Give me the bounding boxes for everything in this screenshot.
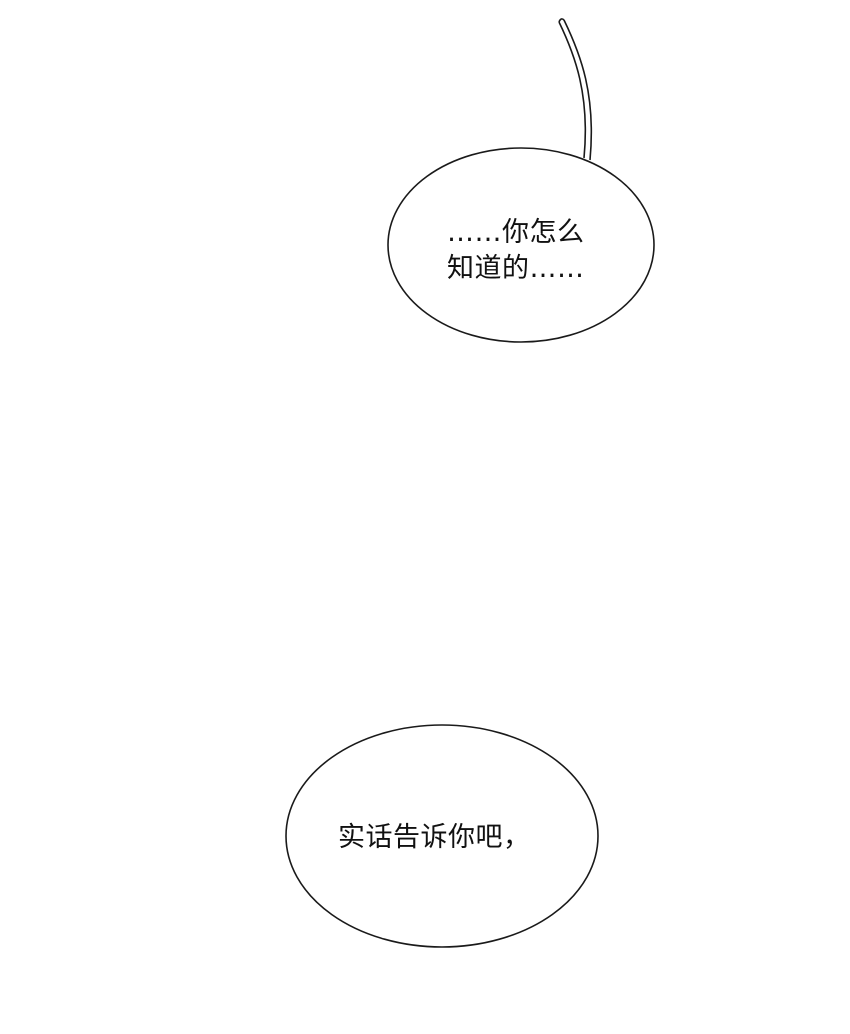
bubble-1-tail	[558, 21, 587, 159]
speech-bubble-2	[285, 724, 599, 948]
bubble-1-text: ……你怎么 知道的……	[447, 215, 627, 287]
bubble-1-line-2: 知道的……	[447, 253, 585, 284]
bubble-1-tail-cap	[558, 18, 565, 23]
speech-bubble-1	[387, 147, 655, 343]
bubble-1-tail-inner	[563, 19, 593, 161]
bubble-1-line-1: ……你怎么	[447, 217, 585, 248]
bubble-2-text: 实话告诉你吧，	[338, 822, 531, 853]
